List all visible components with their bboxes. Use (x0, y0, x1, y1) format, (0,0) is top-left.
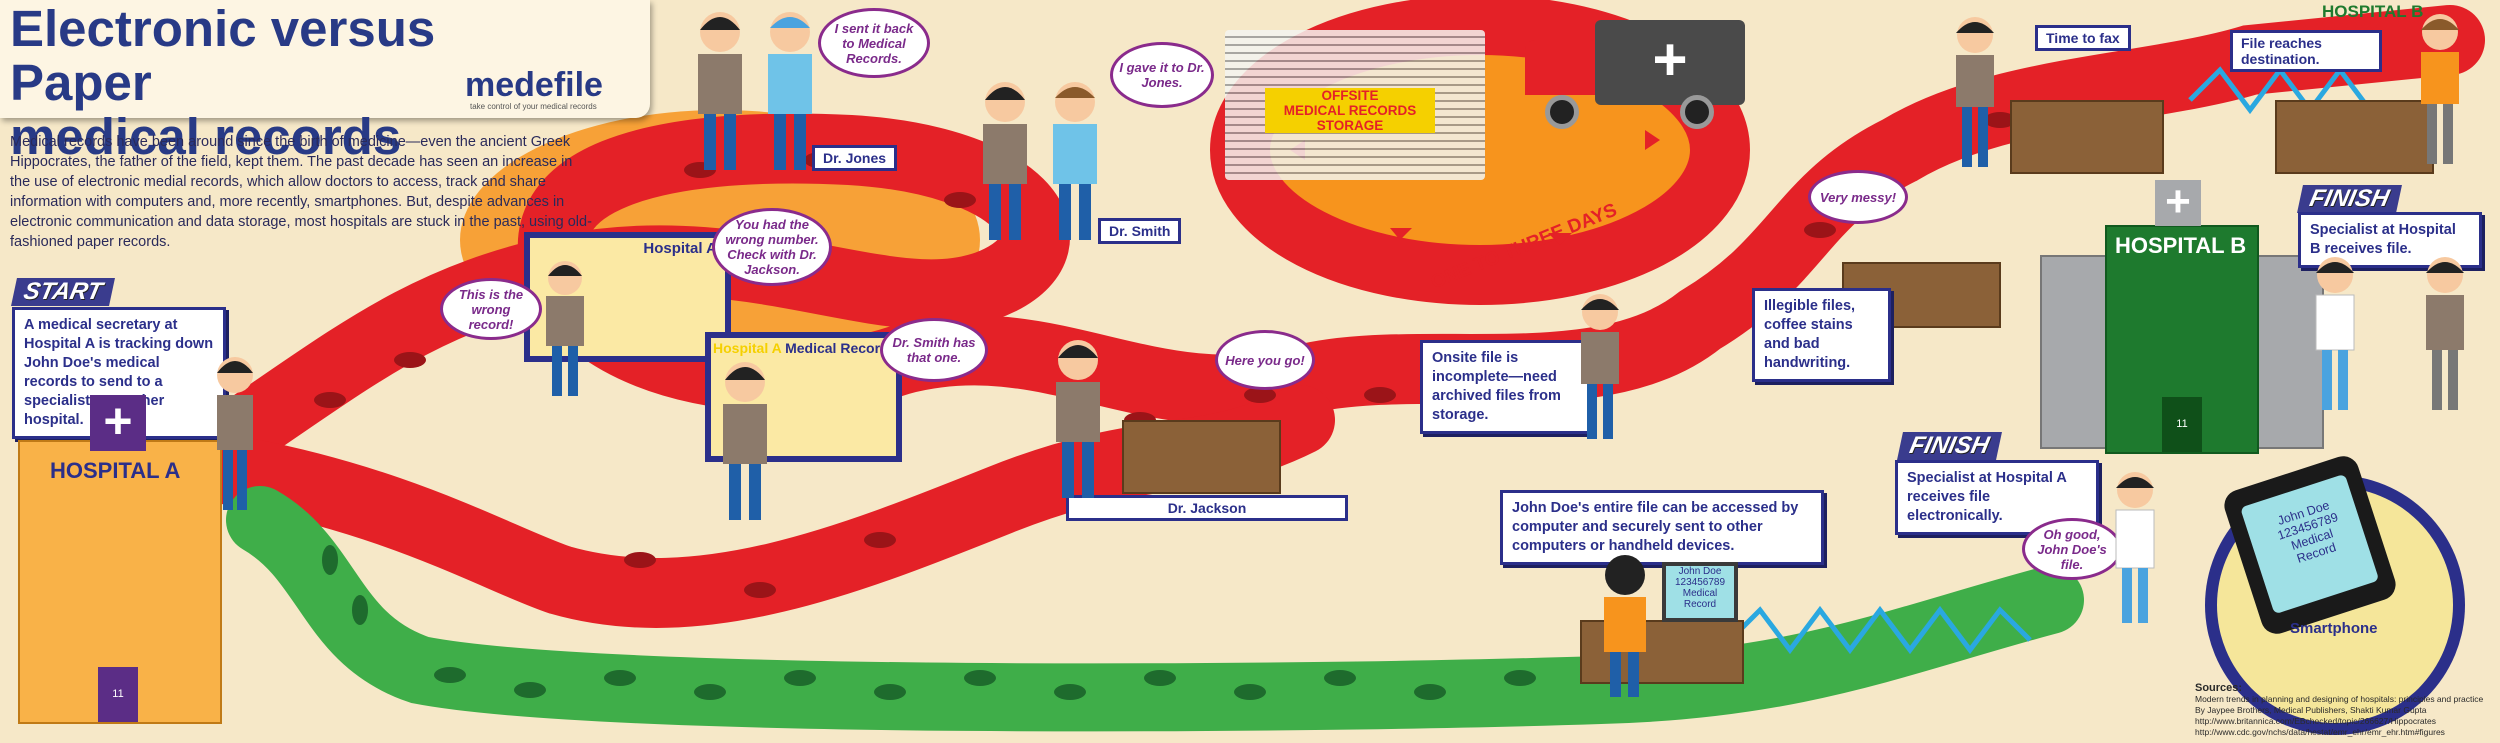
computer-monitor: John Doe 123456789 Medical Record (1662, 562, 1738, 622)
hospital-a-building: HOSPITAL A 11 (18, 440, 222, 724)
wireless-signal-line (1728, 605, 2032, 655)
hospital-b-sign: HOSPITAL B (2115, 233, 2247, 258)
bubble-oh-good: Oh good, John Doe's file. (2022, 518, 2122, 580)
title-line-2: medical records (10, 108, 402, 165)
truck-cross-icon: + (1595, 20, 1745, 105)
monitor-line-1: John Doe (1678, 566, 1722, 577)
offsite-front-line-2: MEDICAL RECORDS (1283, 103, 1417, 118)
receiving-desk (2275, 100, 2434, 174)
hospital-a-cross-icon: + (90, 395, 146, 451)
hospital-a-window-label: Hospital A (643, 240, 717, 257)
sources-heading: Sources: (2195, 682, 2243, 694)
source-line: Modern trends in planning and designing … (2195, 694, 2484, 704)
hospital-b-building: HOSPITAL B 11 (2105, 225, 2259, 454)
time-to-fax-label: Time to fax (2035, 25, 2131, 51)
hospital-b-top-label: HOSPITAL B (2322, 2, 2424, 21)
dr-jackson-label: Dr. Jackson (1066, 495, 1348, 521)
truck-wheel-front (1545, 95, 1579, 129)
fax-desk (2010, 100, 2164, 174)
offsite-front-line-3: STORAGE (1316, 118, 1384, 133)
bubble-dr-jones: I sent it back to Medical Records. (818, 8, 930, 78)
smartphone-screen (2241, 475, 2378, 613)
onsite-incomplete-note: Onsite file is incomplete—need archived … (1420, 340, 1594, 434)
title-panel (0, 0, 650, 118)
monitor-line-2: 123456789 (1674, 577, 1726, 588)
medical-records-label: Hospital A Medical Records (713, 340, 896, 356)
monitor-line-3: Medical (1682, 588, 1718, 599)
bubble-wrong-number: You had the wrong number. Check with Dr.… (712, 208, 832, 286)
title-line-1: Electronic versus Paper (10, 0, 436, 111)
medical-records-window: Hospital A Medical Records (705, 332, 902, 462)
dr-jones-label: Dr. Jones (812, 145, 898, 171)
green-footprints (322, 545, 1536, 700)
electronic-access-note: John Doe's entire file can be accessed b… (1500, 490, 1824, 565)
intro-text: Medical records have been around since t… (10, 134, 592, 250)
offsite-front-line-1: OFFSITE (1321, 88, 1379, 103)
source-line: http://www.cdc.gov/nchs/data/hestat/emr_… (2195, 727, 2445, 737)
person-icons (217, 12, 2464, 697)
bubble-very-messy: Very messy! (1808, 170, 1908, 224)
illegible-files-note: Illegible files, coffee stains and bad h… (1752, 288, 1891, 382)
page-title: Electronic versus Paper medical records (10, 2, 450, 164)
file-reaches-label: File reaches destination. (2230, 30, 2382, 72)
bubble-dr-smith: I gave it to Dr. Jones. (1110, 42, 1214, 108)
truck-wheel-rear (1680, 95, 1714, 129)
dr-smith-label: Dr. Smith (1098, 218, 1182, 244)
monitor-line-4: Record (1683, 599, 1717, 610)
smartphone-label: Smartphone (2290, 620, 2378, 637)
hospital-b-cross-icon: + (2155, 180, 2201, 226)
medefile-logo: medefile (465, 66, 603, 104)
medical-records-label-prefix: Hospital A (713, 340, 782, 356)
sources-block: Sources: Modern trends in planning and d… (2195, 683, 2495, 738)
dr-jackson-desk (1122, 420, 1281, 494)
hospital-b-door: 11 (2162, 397, 2202, 452)
hospital-a-door: 11 (98, 667, 138, 722)
electronic-path (226, 486, 2084, 732)
bubble-dr-smith-has-it: Dr. Smith has that one. (880, 318, 988, 382)
logo-tagline: take control of your medical records (470, 102, 597, 111)
medical-records-label-suffix: Medical Records (785, 340, 897, 356)
bubble-wrong-record: This is the wrong record! (440, 278, 542, 340)
source-line: http://www.britannica.com/EBchecked/topi… (2195, 716, 2436, 726)
bubble-here-you-go: Here you go! (1215, 330, 1315, 390)
source-line: By Jaypee Brothers, Medical Publishers, … (2195, 705, 2427, 715)
offsite-storage-sign-front: OFFSITE MEDICAL RECORDS STORAGE (1265, 88, 1435, 133)
hospital-a-sign: HOSPITAL A (50, 458, 181, 483)
truck-cab (1525, 40, 1595, 95)
